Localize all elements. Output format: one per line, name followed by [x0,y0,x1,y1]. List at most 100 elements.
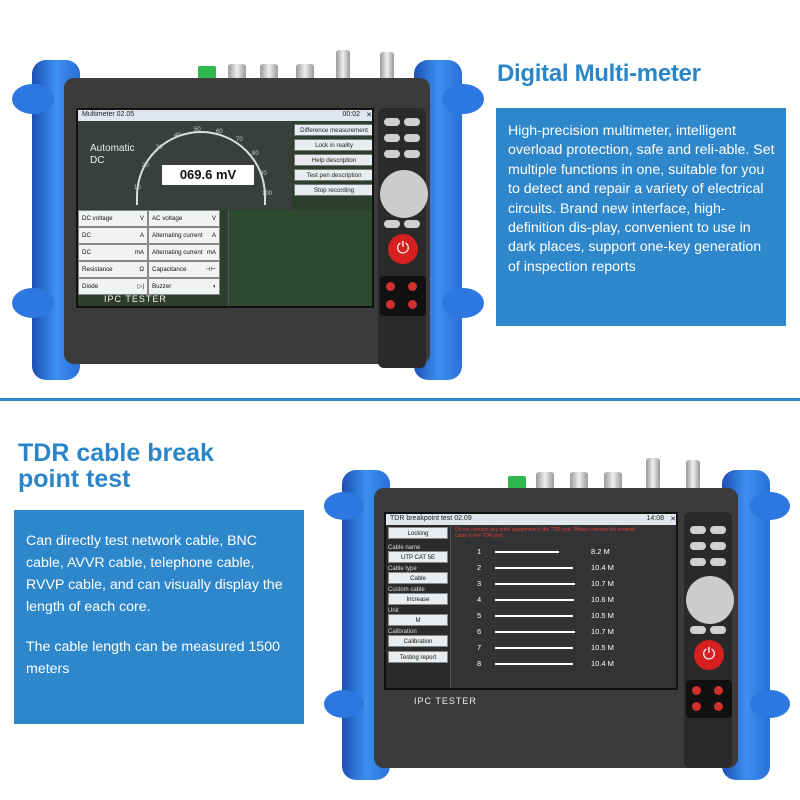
calibration-button[interactable]: Calibration [388,635,448,647]
function-key[interactable] [384,220,400,228]
function-key[interactable] [384,150,400,158]
cable-name-value[interactable]: UTP CAT 5E [388,551,448,563]
function-key[interactable] [710,626,726,634]
close-icon[interactable]: ✕ [670,516,676,523]
difference-measurement-button[interactable]: Difference measurement [294,124,372,136]
meter-reading: 069.6 mV [162,165,254,185]
diode-option[interactable]: Diode▷| [78,278,148,295]
connector-port-1 [536,472,554,490]
close-icon[interactable]: ✕ [366,112,372,119]
probe-jack[interactable] [386,300,395,309]
unit-value[interactable]: M [388,614,448,626]
stop-recording-button[interactable]: Stop recording [294,184,372,196]
core-number: 2 [477,563,482,572]
core-length: 10.5 M [591,643,614,652]
custom-cable-value[interactable]: Increase [388,593,448,605]
gauge-tick: 80 [252,151,259,157]
waveform-area [228,210,372,306]
screen-time: 14:08 [646,515,664,522]
core-number: 8 [477,659,482,668]
function-key[interactable] [404,220,420,228]
locking-button[interactable]: Locking [388,527,448,539]
capacitance-option[interactable]: Capacitance⊣⊢ [148,261,220,278]
help-description-button[interactable]: Help description [294,154,372,166]
function-key[interactable] [690,542,706,550]
core-length: 10.6 M [591,595,614,604]
function-buttons: Difference measurement Lock in reality H… [294,124,372,196]
function-key[interactable] [710,542,726,550]
probe-jacks [380,276,426,316]
ear-top-left [324,492,364,520]
tdr-side-panel: Locking Cable name UTP CAT 5E Cable type… [388,527,448,663]
unit-label: Unit [388,608,399,614]
core-number: 6 [477,627,482,636]
probe-jack[interactable] [692,702,701,711]
function-key[interactable] [384,118,400,126]
function-key[interactable] [404,134,420,142]
core-number: 4 [477,595,482,604]
function-key[interactable] [710,526,726,534]
core-length: 10.7 M [591,627,614,636]
cable-type-value[interactable]: Cable [388,572,448,584]
cable-name-label: Cable name [388,545,421,551]
mode-line2: DC [90,155,105,166]
core-length: 10.4 M [591,659,614,668]
function-key[interactable] [690,558,706,566]
gauge-tick: 100 [262,191,273,197]
multimeter-screen: Multimeter 02.05 00:02 ✕ Automatic DC 10… [76,108,374,308]
gauge-tick: 70 [236,137,243,143]
mode-line1: Automatic [90,143,135,154]
core-length: 10.4 M [591,563,614,572]
core-length-line [495,663,573,665]
ear-bottom-left [324,690,364,718]
ear-top-left [12,84,54,114]
probe-jack[interactable] [692,686,701,695]
function-key[interactable] [384,134,400,142]
multimeter-title: Digital Multi-meter [497,60,701,87]
connector-port-3 [604,472,622,490]
buzzer-option[interactable]: Buzzer◖ [148,278,220,295]
green-terminal [198,66,216,80]
function-key[interactable] [690,526,706,534]
probe-jack[interactable] [714,702,723,711]
function-key[interactable] [404,150,420,158]
lock-in-reality-button[interactable]: Lock in reality [294,139,372,151]
core-number: 7 [477,643,482,652]
testing-report-button[interactable]: Testing report [388,651,448,663]
screen-time: 00:02 [342,111,360,118]
direction-pad[interactable] [686,576,734,624]
core-length-line [495,615,573,617]
direction-pad[interactable] [380,170,428,218]
power-button[interactable]: ⏻ [388,234,418,264]
probe-jack[interactable] [408,282,417,291]
gauge-tick: 30 [156,145,163,151]
calibration-label: Calibration [388,629,417,635]
test-pen-description-button[interactable]: Test pen description [294,169,372,181]
function-key[interactable] [690,626,706,634]
connector-port-3 [296,64,314,80]
tdr-description-2: The cable length can be measured 1500 me… [26,639,280,677]
brand-label: IPC TESTER [414,696,477,706]
multimeter-description: High-precision multimeter, intelligent o… [508,123,775,275]
connector-port-1 [228,64,246,80]
power-button[interactable]: ⏻ [694,640,724,670]
custom-cable-label: Custom cable [388,587,425,593]
probe-jack[interactable] [386,282,395,291]
function-key[interactable] [404,118,420,126]
function-key[interactable] [710,558,726,566]
probe-jack[interactable] [408,300,417,309]
green-terminal [508,476,526,490]
probe-jack[interactable] [714,686,723,695]
core-length-line [495,647,573,649]
connector-port-2 [260,64,278,80]
tdr-description-box: Can directly test network cable, BNC cab… [14,510,304,724]
